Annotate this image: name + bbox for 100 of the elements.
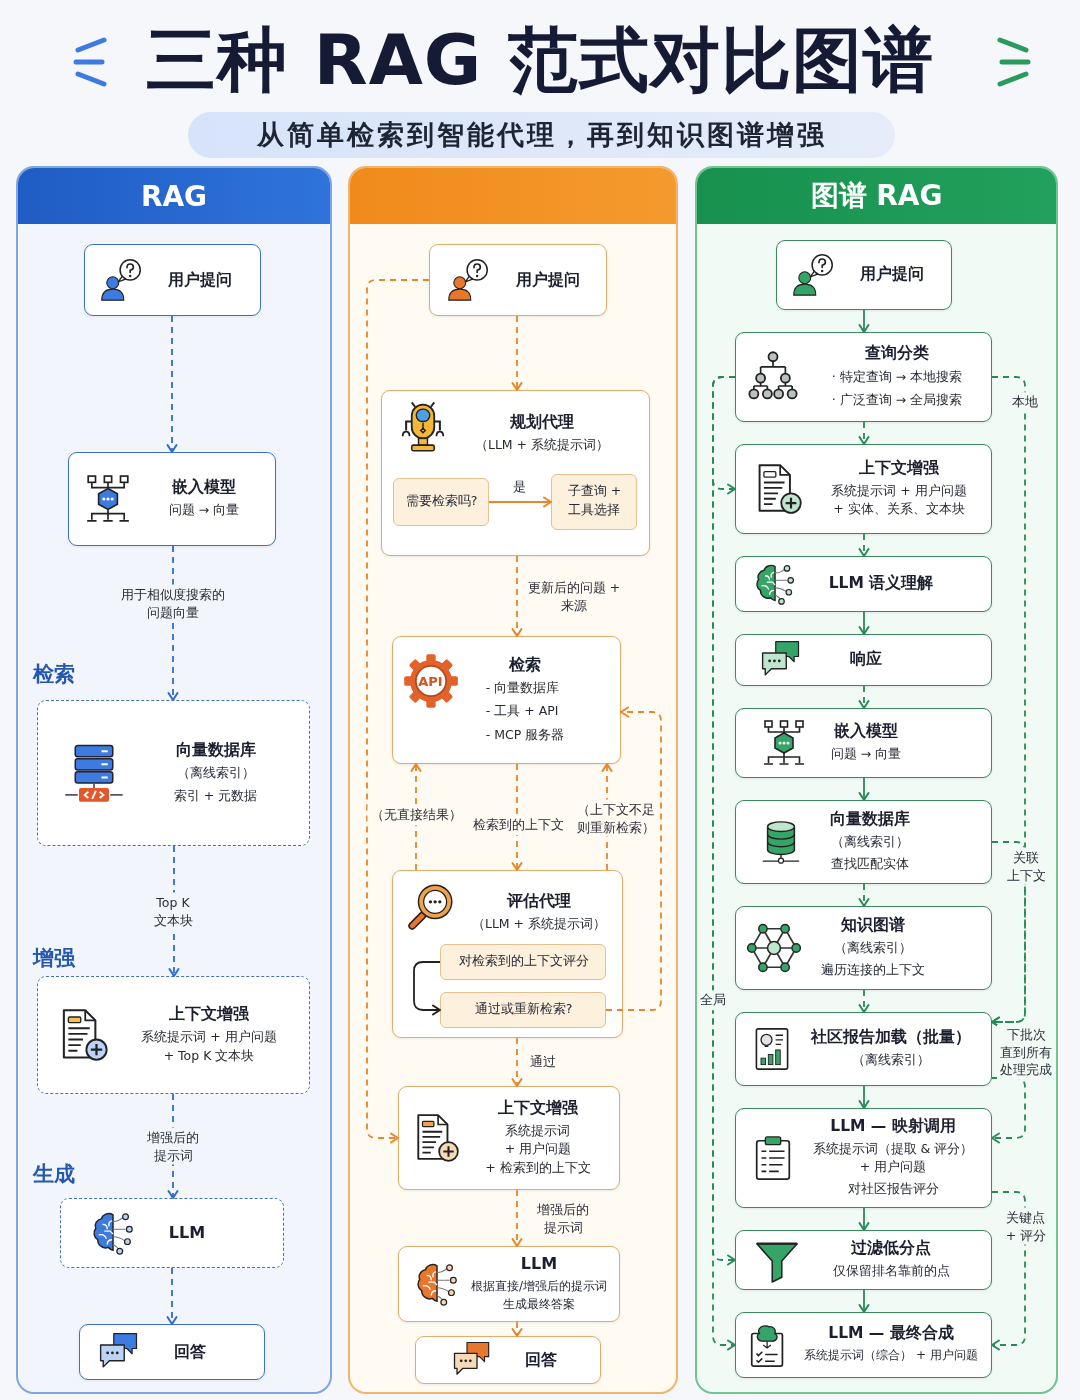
title: 三种 RAG 范式对比图谱	[146, 18, 934, 103]
node-text: - 工具 + API	[485, 702, 559, 721]
process-box	[68, 452, 276, 546]
node-text: （离线索引）	[176, 764, 255, 783]
edge-label: 下批次直到所有处理完成	[997, 1024, 1055, 1080]
step-text: 子查询 + 工具选择	[567, 482, 622, 519]
dashed-arrow	[991, 841, 1026, 1028]
node-text: （离线索引）	[831, 833, 909, 852]
node-title: LLM	[520, 1254, 558, 1275]
node-title: 向量数据库	[830, 809, 910, 830]
node-text: 根据直接/增强后的提示词生成最终答案	[470, 1278, 607, 1313]
node-text: 遍历连接的上下文	[821, 961, 925, 980]
process-box	[735, 708, 992, 778]
node-text: （离线索引）	[834, 939, 912, 958]
node-text: 系统提示词（综合） + 用户问题	[804, 1347, 978, 1365]
arrow	[858, 309, 870, 333]
dashed-arrow	[858, 989, 870, 1013]
dashed-arrow	[858, 685, 870, 709]
node-title: 回答	[525, 1349, 557, 1370]
node-title: 社区报告加载（批量）	[811, 1027, 971, 1048]
process-box	[735, 634, 992, 686]
process-box	[735, 1108, 992, 1208]
node-title: 用户提问	[860, 264, 924, 285]
step-text: 对检索到的上下文评分	[458, 951, 589, 970]
dashed-arrow	[511, 555, 523, 637]
node-title: 检索	[509, 655, 541, 676]
process-box	[776, 240, 952, 310]
process-box	[735, 444, 992, 534]
process-box	[37, 976, 310, 1094]
node-text: 系统提示词 + 用户问题 + 检索到的上下文	[485, 1122, 591, 1177]
subtitle-banner: 从简单检索到智能代理，再到知识图谱增强	[188, 112, 895, 158]
node-title: 上下文增强	[169, 1004, 249, 1025]
section-label: 生成	[33, 1161, 75, 1188]
dashed-arrow	[166, 315, 178, 453]
node-title: 响应	[850, 649, 882, 670]
arrow	[858, 1085, 870, 1109]
node-text: - 向量数据库	[485, 679, 560, 698]
dashed-arrow	[511, 1037, 523, 1087]
node-text: 查找匹配实体	[831, 855, 909, 874]
process-box	[735, 1230, 992, 1290]
node-text: （离线索引）	[852, 1051, 930, 1070]
node-text: 问题 → 向量	[168, 501, 240, 520]
dashed-arrow	[858, 421, 870, 445]
node-title: LLM 语义理解	[828, 573, 934, 594]
node-title: 查询分类	[865, 344, 929, 364]
node-title: LLM	[168, 1222, 206, 1243]
column-panel	[695, 166, 1058, 1394]
process-box	[735, 906, 992, 990]
node-text: · 特定查询 → 本地搜索	[831, 367, 963, 386]
node-title: 评估代理	[507, 890, 571, 911]
node-title: 嵌入模型	[172, 477, 236, 498]
node-title: LLM — 映射调用	[830, 1116, 956, 1136]
process-box	[60, 1198, 284, 1268]
node-title: 回答	[174, 1341, 206, 1362]
column-panel	[16, 166, 332, 1394]
process-box	[735, 800, 992, 884]
section-label: 增强	[33, 945, 75, 972]
node-text: （LLM + 系统提示词）	[474, 435, 610, 454]
dashed-arrow	[166, 1267, 178, 1325]
process-box	[398, 1086, 620, 1190]
arrow	[858, 1207, 870, 1231]
dashed-arrow	[511, 1189, 523, 1247]
dashed-arrow	[511, 1321, 523, 1337]
edge-label: 本地	[1009, 392, 1041, 412]
edge-label: （上下文不足则重新检索）	[574, 799, 658, 837]
node-text: · 广泛查询 → 全局搜索	[831, 390, 963, 409]
process-box	[735, 556, 992, 612]
node-text: 对社区报告评分	[847, 1180, 939, 1199]
node-title: 用户提问	[516, 269, 580, 290]
process-box	[381, 390, 650, 556]
step-text: 需要检索吗?	[405, 491, 478, 510]
process-box	[398, 1246, 620, 1322]
step-box	[550, 473, 637, 530]
process-box	[415, 1336, 601, 1384]
dashed-arrow	[991, 1077, 1026, 1144]
step-box	[439, 991, 606, 1028]
node-title: 上下文增强	[859, 458, 939, 479]
node-title: 上下文增强	[498, 1098, 578, 1119]
node-title: 向量数据库	[175, 740, 256, 761]
dashed-arrow	[366, 279, 430, 1144]
node-title: LLM — 最终合成	[828, 1324, 954, 1344]
node-text: 索引 + 元数据	[173, 786, 258, 805]
process-box	[392, 636, 621, 764]
process-box	[429, 244, 607, 316]
dashed-arrow	[511, 315, 523, 391]
node-title: 知识图谱	[841, 915, 905, 936]
node-title: 用户提问	[167, 269, 232, 290]
process-box	[37, 700, 310, 846]
arrow	[858, 1289, 870, 1313]
arrow	[858, 777, 870, 801]
process-box	[79, 1324, 265, 1380]
section-label: 检索	[33, 661, 75, 688]
process-box	[735, 1012, 992, 1086]
dashed-arrow	[858, 533, 870, 557]
process-box	[84, 244, 261, 316]
node-text: （LLM + 系统提示词）	[471, 914, 607, 933]
arrow	[413, 961, 441, 1016]
step-box	[392, 477, 489, 526]
arrow	[858, 611, 870, 635]
arrow	[488, 496, 552, 508]
